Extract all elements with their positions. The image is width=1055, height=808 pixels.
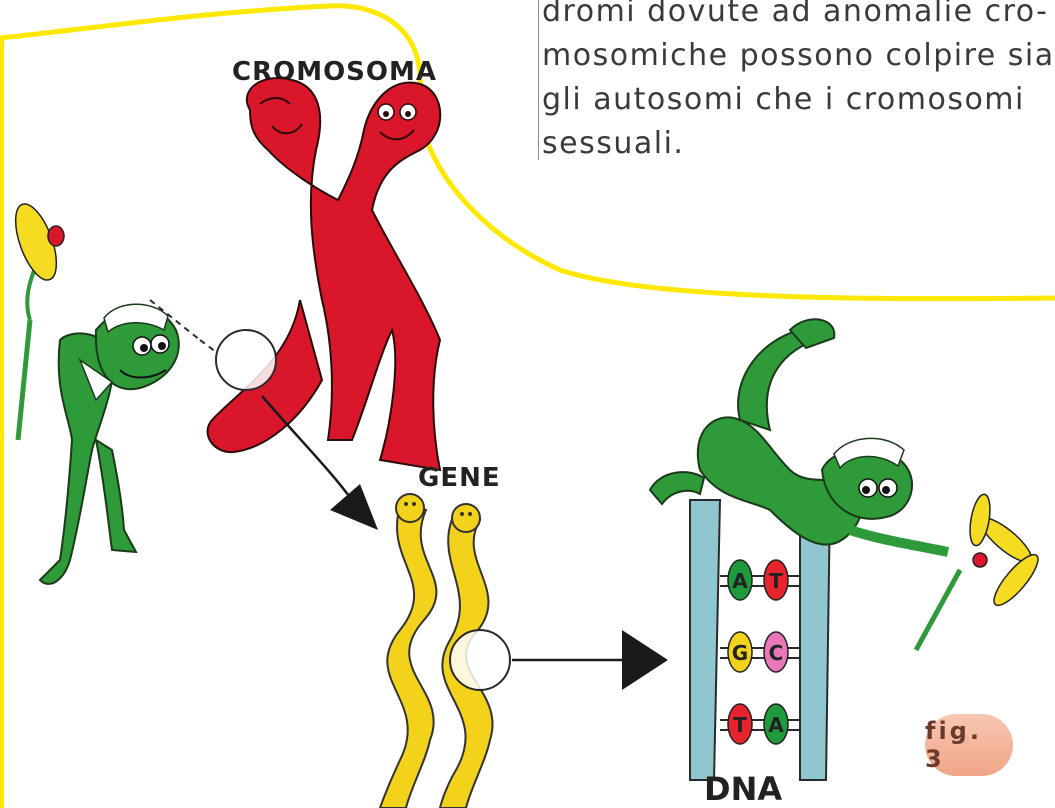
dna-base-c-label: C (769, 641, 784, 665)
paragraph-line-3: gli autosomi che i cromosomi (542, 82, 1025, 117)
chromosome-shape (208, 78, 441, 470)
arrow-head-1 (330, 484, 378, 530)
quote-bar (538, 0, 539, 160)
dna-label: DNA (704, 770, 782, 808)
dna-base-g-label: G (732, 641, 748, 665)
dna-ladder: A T G C T A (690, 500, 830, 780)
dna-base-a2-label: A (768, 713, 784, 737)
dna-base-t2-label: T (733, 713, 747, 737)
gene-zoom-circle (450, 630, 510, 690)
paragraph-text: dromi dovute ad anomalie cro- mosomiche … (542, 0, 1052, 190)
arrow-head-2 (622, 630, 668, 690)
figure-badge: fig. 3 (925, 714, 1013, 776)
dna-base-t1-label: T (769, 569, 783, 593)
dna-base-a1-label: A (732, 569, 748, 593)
paragraph-line-1: dromi dovute ad anomalie cro- (542, 0, 1048, 29)
chromosome-zoom-circle (216, 330, 276, 390)
paragraph-line-2: mosomiche possono colpire sia (542, 38, 1052, 73)
paragraph-line-4: sessuali. (542, 126, 684, 161)
left-frog (7, 199, 179, 584)
gene-label: GENE (418, 463, 501, 493)
figure-badge-label: fig. 3 (925, 717, 1013, 773)
dashed-sightline (200, 340, 216, 352)
